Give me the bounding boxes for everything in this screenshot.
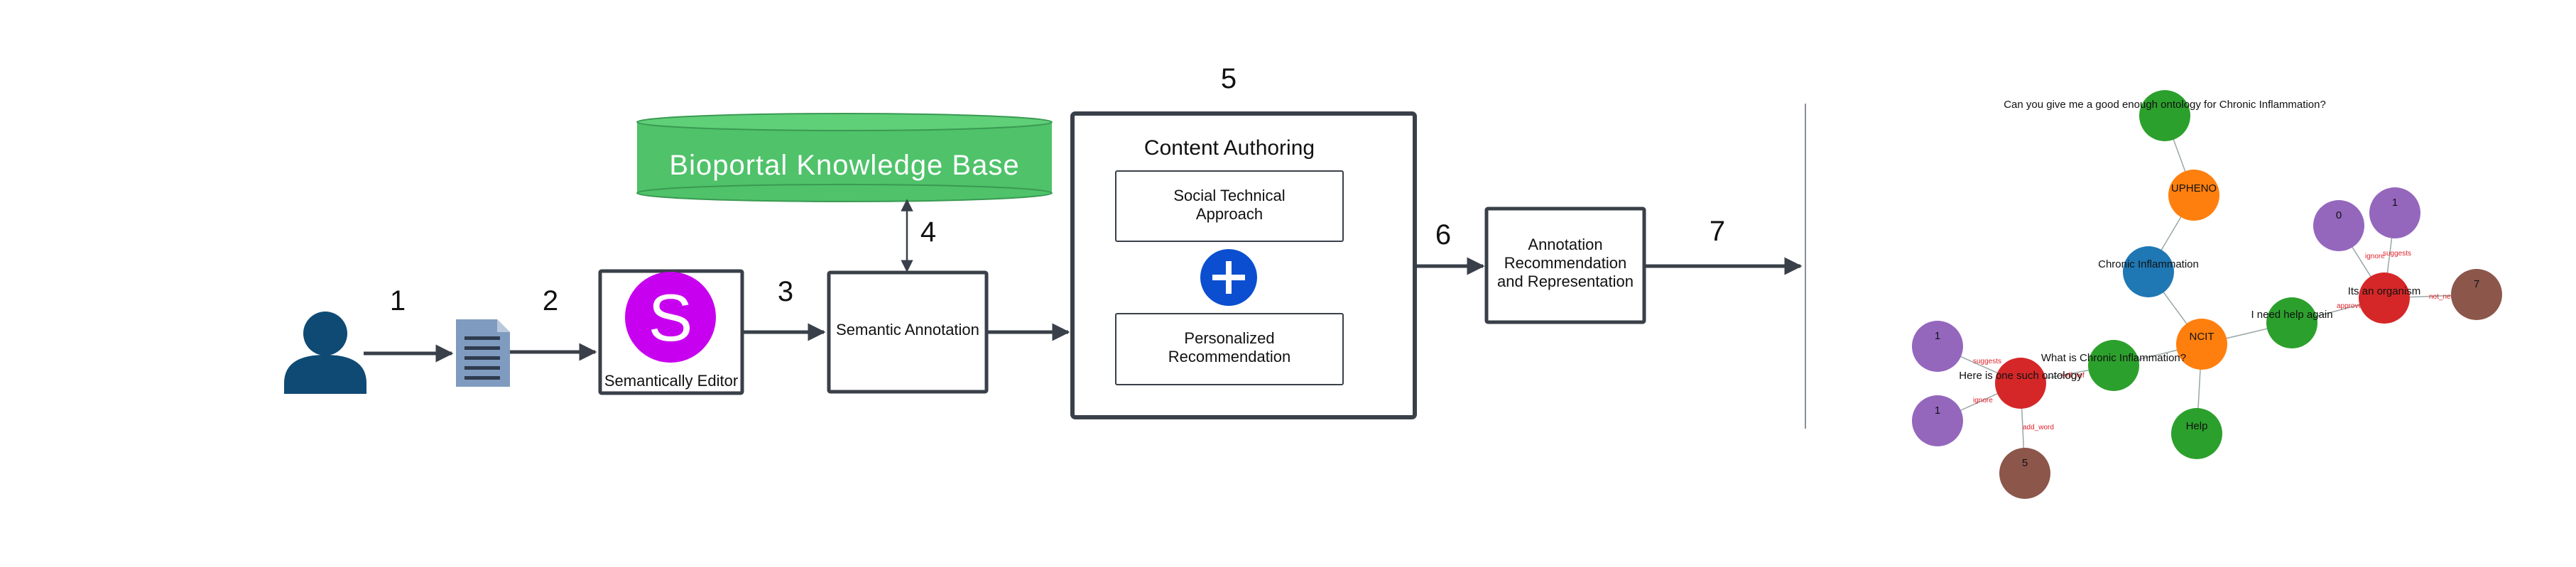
semantic-annotation-label: Semantic Annotation [836,321,979,338]
semantic-annotation-box: Semantic Annotation [827,270,989,394]
node-green-top [2139,90,2190,141]
node-chronic-inflammation [2123,246,2174,297]
num-1a-text: 1 [2392,197,2398,209]
step-label-1: 1 [390,285,406,316]
here-is-text: Here is one such ontology [1959,370,2082,382]
edge-label-ignore: ignore [2365,253,2385,260]
node-7 [2451,269,2502,320]
edge-label-approved: approved [2337,302,2366,310]
edge-label-add-word: add_word [2023,424,2054,431]
editor-logo-letter: S [648,280,693,355]
ncit-text: NCIT [2190,331,2214,343]
help-again-text: I need help again [2251,309,2332,321]
node-1-left-bottom [1912,395,1963,446]
num-1b-text: 1 [1935,330,1940,342]
semantically-editor-box: S Semantically Editor [598,269,744,395]
step-label-2: 2 [543,285,558,316]
editor-label: Semantically Editor [604,372,738,390]
personalized-recommendation-box [1115,313,1344,385]
num-5-text: 5 [2022,457,2028,469]
node-1-top [2369,187,2420,238]
personalized-line1: Personalized [1184,329,1274,347]
annotation-line2: Recommendation [1504,254,1626,272]
num-1c-text: 1 [1935,404,1940,417]
node-help-again [2266,297,2317,348]
what-is-text: What is Chronic Inflammation? [2041,352,2186,364]
step-label-5: 5 [1221,63,1237,94]
num-0-text: 0 [2336,209,2342,221]
document-icon [456,319,510,387]
annotation-line3: and Representation [1497,273,1634,290]
editor-logo-icon [625,272,716,363]
social-technical-box [1115,170,1344,242]
help-text: Help [2186,420,2208,432]
organism-text: Its an organism [2348,285,2421,297]
edge-label-suggests-2: suggests [1973,358,2001,365]
chronic-text: Chronic Inflammation [2098,258,2199,270]
social-technical-line2: Approach [1196,205,1263,223]
knowledge-base-cylinder: Bioportal Knowledge Base [636,113,1053,202]
annotation-recommendation-box: Annotation Recommendation and Representa… [1484,207,1646,324]
personalized-line2: Recommendation [1168,348,1290,365]
node-here-is [1995,358,2046,409]
edge-label-suggests: suggests [2383,250,2411,258]
social-technical-line1: Social Technical [1173,187,1285,204]
node-upheno [2168,170,2219,221]
user-icon [284,312,366,394]
step-label-3: 3 [778,276,793,307]
edge-label-ignore-2: ignore [1973,397,1993,404]
content-authoring-title: Content Authoring [1144,136,1315,160]
annotation-line1: Annotation [1528,236,1602,253]
node-1-left-top [1912,321,1963,372]
num-7-text: 7 [2474,278,2479,290]
upheno-text: UPHENO [2171,182,2217,194]
step-label-4: 4 [920,216,936,248]
step-label-6: 6 [1435,219,1451,251]
edge-label-self: self_ref [2061,372,2085,380]
content-authoring-box: Content Authoring Social Technical Appro… [1070,111,1417,419]
question-top-text: Can you give me a good enough ontology f… [2004,99,2326,111]
edge-label-not-needed: not_needed [2429,293,2467,301]
step-label-7: 7 [1710,216,1725,247]
node-5 [1999,448,2050,499]
knowledge-graph: ignore suggests not_needed approved sugg… [1912,90,2502,499]
node-help [2171,408,2222,459]
node-ncit [2176,319,2227,370]
node-what-is [2088,340,2139,391]
knowledge-base-label: Bioportal Knowledge Base [669,150,1019,181]
node-0 [2313,200,2364,251]
node-organism [2359,273,2410,324]
